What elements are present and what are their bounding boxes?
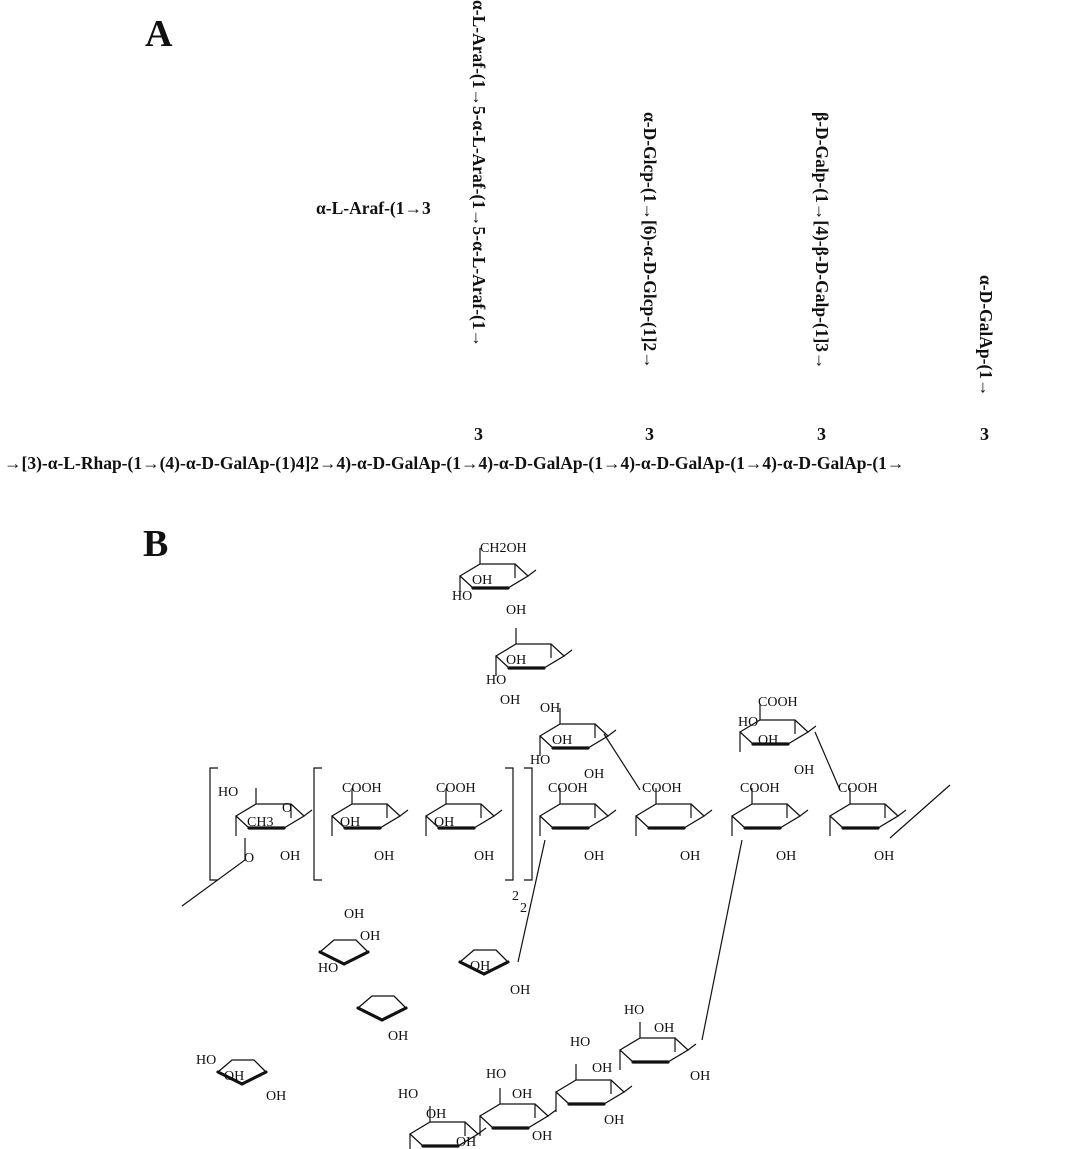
glc-top-ch2oh: CH2OH [480,541,527,556]
gala1-oh-a: OH [340,815,360,830]
ara3-oh2: OH [266,1089,286,1104]
bg4-oh: OH [874,849,894,864]
backbone-end [889,784,951,839]
gal4-ho: HO [398,1087,418,1102]
gal2-ho: HO [570,1035,590,1050]
branch-galacturonic-chain: α-D-GalAp-(1→ [976,275,996,397]
panel-a-label: A [145,13,173,55]
gal3-oh: OH [512,1087,532,1102]
rha-ch3: CH3 [247,815,273,830]
linkage-3-d: 3 [980,424,989,444]
glc-ring-mid [494,626,574,678]
branch-glucose-chain: α-D-Glcp-(1→[6)-α-D-Glcp-(1]2→ [640,112,660,369]
glc-mid-oho: OH [540,701,560,716]
ara1-oh2: OH [510,983,530,998]
gal1-ho: HO [624,1003,644,1018]
gal4-oh: OH [426,1107,446,1122]
inner-bracket-left [313,767,322,881]
main-chain-sequence: →[3)-α-L-Rhap-(1→(4)-α-D-GalAp-(1)4]2→4)… [4,453,905,473]
outer-bracket-left [209,767,218,881]
linkage-3-c: 3 [817,424,826,444]
bg3-oh: OH [776,849,796,864]
branch-galactose-chain: β-D-Galp-(1→[4)-β-D-Galp-(1]3→ [812,112,832,370]
ara3-ho: HO [196,1053,216,1068]
ara2-oh: OH [388,1029,408,1044]
rha-glyc-o: O [244,851,254,866]
outer-bracket-right [524,767,533,881]
glc-low-oh: OH [552,733,572,748]
brg-oh-b: OH [794,763,814,778]
rha-oh: OH [280,849,300,864]
aras-ho: HO [318,961,338,976]
inner-bracket-right [505,767,514,881]
bg4-cooh: COOH [838,781,878,796]
aras-oh2: OH [360,929,380,944]
ara1-oh: OH [470,959,490,974]
glc-mid-oh: OH [506,653,526,668]
branch-arabinose-chain: α-L-Araf-(1→5-α-L-Araf-(1→5-α-L-Araf-(1→ [469,0,489,348]
gala2-oh-b: OH [474,849,494,864]
gala2-oh-a: OH [434,815,454,830]
glc-low-oh2: OH [584,767,604,782]
glc-mid-oh2: OH [500,693,520,708]
aras-oh: OH [344,907,364,922]
glc-mid-ho: HO [486,673,506,688]
bg2-cooh: COOH [642,781,682,796]
bg1-cooh: COOH [548,781,588,796]
backbone-start [181,838,246,907]
bg1-oh: OH [584,849,604,864]
panel-b-label: B [143,523,169,565]
ara-fur-2 [356,994,408,1022]
glc-link [603,733,641,791]
gal3-ho: HO [486,1067,506,1082]
rha-o: O [282,801,292,816]
gal1-oh: OH [654,1021,674,1036]
glc-top-oh: OH [472,573,492,588]
glc-low-ho: HO [530,753,550,768]
rha-ho: HO [218,785,238,800]
brg-link [814,731,841,791]
linkage-3-a: 3 [474,424,483,444]
ara3-oh: OH [224,1069,244,1084]
outer-repeat-count: 2 [520,901,527,916]
bg2-oh: OH [680,849,700,864]
ara1-link [517,839,546,963]
gal2-oh2: OH [604,1113,624,1128]
gal1-oh2: OH [690,1069,710,1084]
gala2-cooh: COOH [436,781,476,796]
branch-arabinose-side: α-L-Araf-(1→3 [316,198,431,218]
glc-top-oh2: OH [506,603,526,618]
brg-ho: HO [738,715,758,730]
brg-cooh: COOH [758,695,798,710]
gal2-oh: OH [592,1061,612,1076]
gal1-link [701,839,743,1041]
gal3-oh2: OH [532,1129,552,1144]
inner-repeat-count: 2 [512,889,519,904]
gala1-oh-b: OH [374,849,394,864]
glc-top-ho: HO [452,589,472,604]
linkage-3-b: 3 [645,424,654,444]
bg3-cooh: COOH [740,781,780,796]
gal4-oh2: OH [456,1135,476,1149]
gala1-cooh: COOH [342,781,382,796]
brg-oh-a: OH [758,733,778,748]
